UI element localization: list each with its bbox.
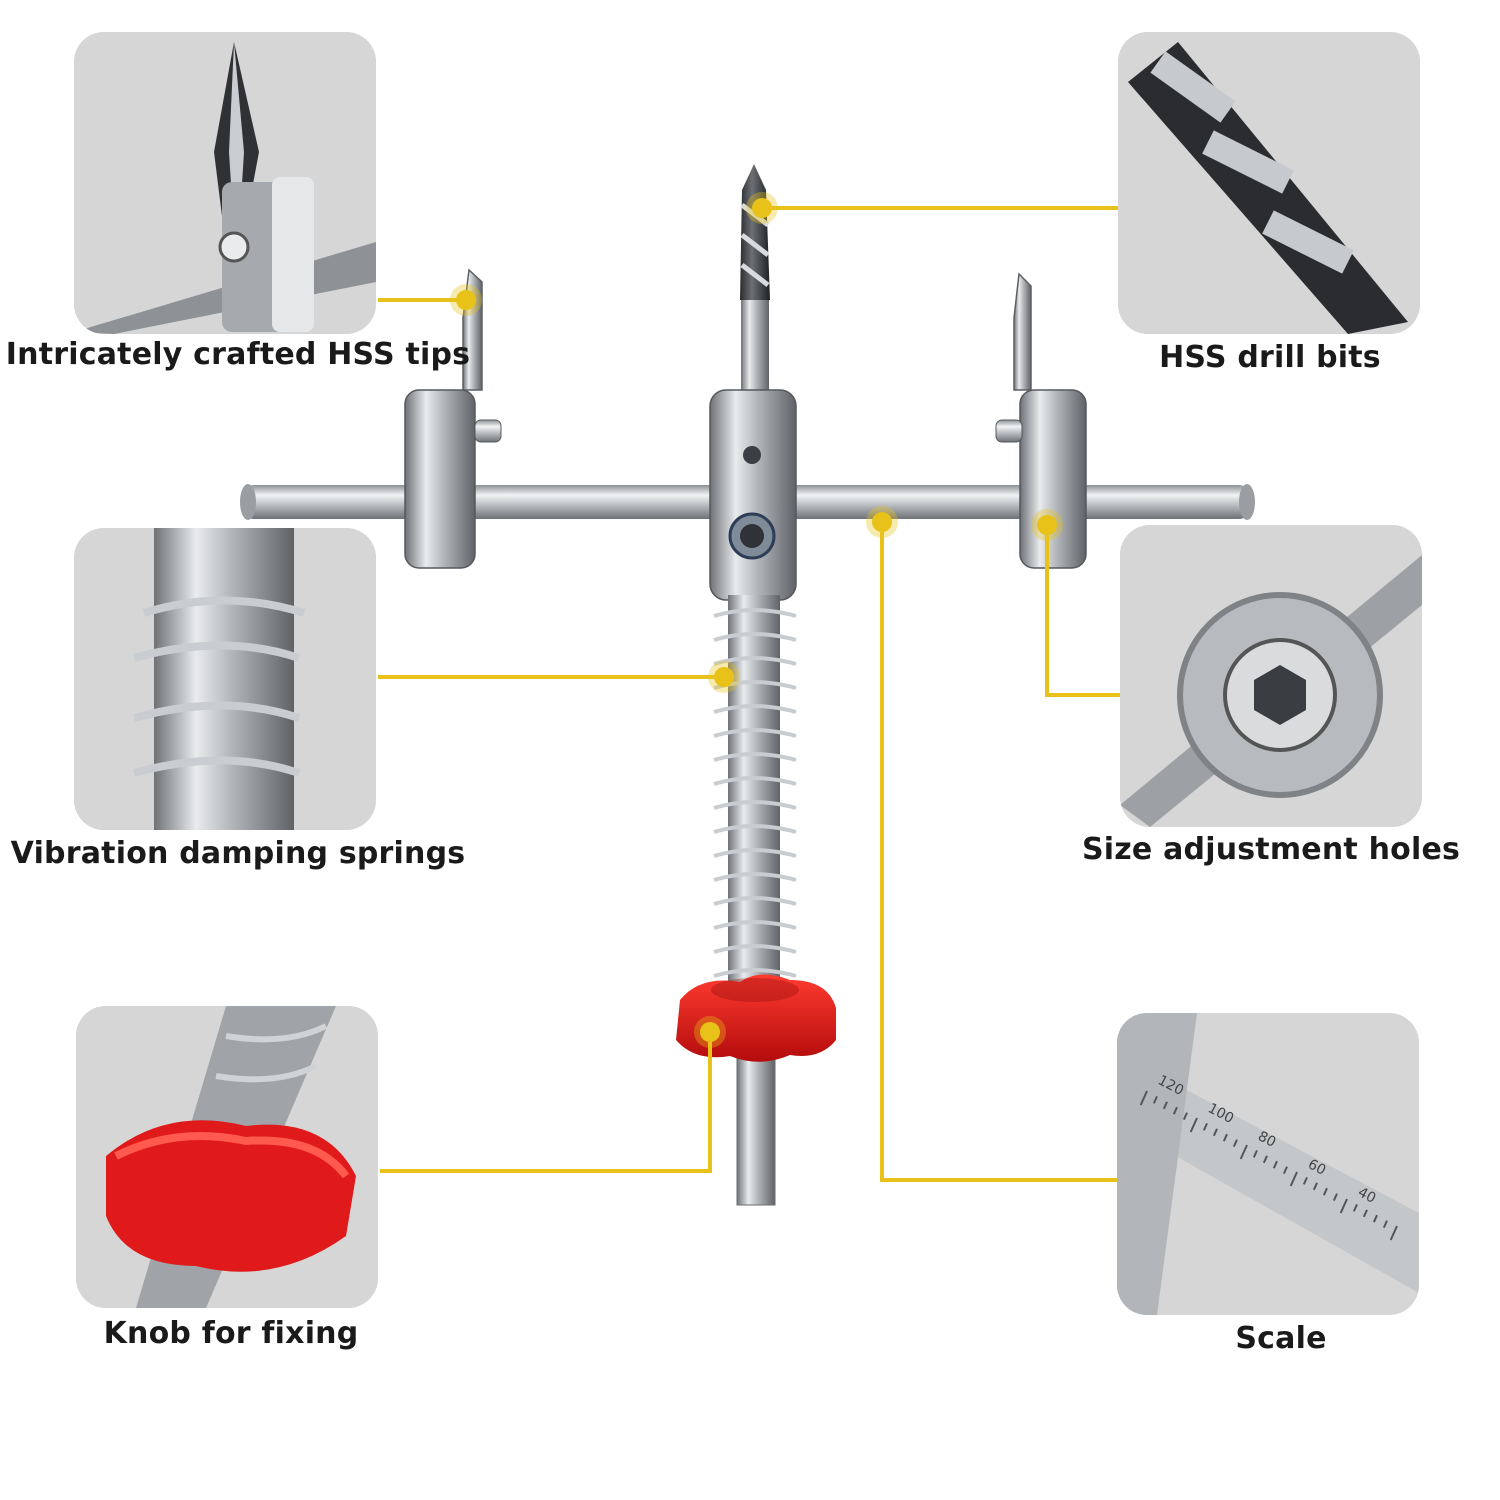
scale-tick [1182,1112,1188,1121]
red-fixing-knob [676,974,836,1062]
panel-hss-tips [74,32,376,334]
spring-coil [713,848,797,858]
spring-coil [713,776,797,786]
spring-coil [713,944,797,954]
scale-tick [1312,1182,1318,1191]
scale-tick [1139,1090,1148,1106]
label-adjust-holes: Size adjustment holes [1081,832,1461,867]
scale-tick [1352,1203,1358,1212]
scale-tick-label: 40 [1355,1184,1378,1206]
scale-tick [1332,1193,1338,1202]
scale-tick [1282,1166,1288,1175]
scale-tick [1372,1214,1378,1223]
callout-lines [378,206,1120,1182]
spring-coil [713,824,797,834]
scale-tick [1152,1095,1158,1104]
spring-coil [713,632,797,642]
scale-tick [1232,1139,1238,1148]
spring-coil [713,800,797,810]
panel-adjust-holes [1120,525,1422,827]
scale-tick-label: 80 [1255,1128,1278,1150]
scale-tick [1212,1128,1218,1137]
label-drill-bits: HSS drill bits [1159,340,1381,375]
panel-drill-bits [1118,32,1420,334]
spring-coil [713,920,797,930]
label-hss-tips: Intricately crafted HSS tips [5,337,471,372]
scale-tick [1272,1160,1278,1169]
spring-coil [713,872,797,882]
scale-tick [1239,1144,1248,1160]
scale-tick [1189,1117,1198,1133]
scale-tick [1202,1122,1208,1131]
scale-tick [1322,1187,1328,1196]
spring-coil [713,704,797,714]
spring-shaft [713,595,797,985]
spring-coil [713,752,797,762]
scale-tick [1262,1155,1268,1164]
spring-coil [713,968,797,978]
spring-coil [713,896,797,906]
spring-coil [713,656,797,666]
central-arbor [709,389,797,601]
callout-dots [450,192,1063,1048]
scale-tick [1162,1101,1168,1110]
scale-tick [1389,1225,1398,1241]
left-cutter-holder [404,268,502,569]
spring-coil [713,728,797,738]
panel-knob [76,1006,378,1308]
right-cutter-holder [995,272,1087,569]
scale-tick-label: 60 [1305,1156,1328,1178]
scale-tick [1172,1106,1178,1115]
scale-tick [1252,1149,1258,1158]
panel-scale: 120 100 80 60 40 [1117,1013,1419,1315]
scale-tick [1382,1220,1388,1229]
spring-coil [713,608,797,618]
scale-tick [1222,1133,1228,1142]
label-springs: Vibration damping springs [10,836,466,871]
label-knob: Knob for fixing [103,1316,359,1351]
scale-tick [1339,1198,1348,1214]
label-scale: Scale [1235,1321,1327,1356]
scale-tick [1362,1209,1368,1218]
panel-springs [74,528,376,830]
scale-tick [1302,1176,1308,1185]
scale-tick [1289,1171,1298,1187]
